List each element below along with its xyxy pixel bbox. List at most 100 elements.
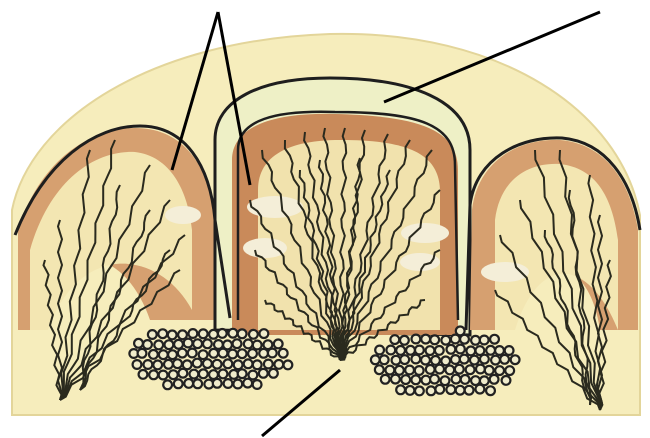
ganglion-cell xyxy=(395,366,404,375)
ganglion-cell xyxy=(178,330,187,339)
ganglion-cell xyxy=(234,360,243,369)
ganglion-cell xyxy=(134,339,143,348)
ganglion-cell xyxy=(149,370,158,379)
ganglion-cell xyxy=(485,366,494,375)
ganglion-cell xyxy=(430,375,439,384)
ganglion-cell xyxy=(422,376,431,385)
ganglion-cell xyxy=(460,335,469,344)
ganglion-cell xyxy=(452,375,461,384)
ganglion-cell xyxy=(274,360,283,369)
ganglion-cell xyxy=(476,346,485,355)
ganglion-cell xyxy=(421,356,430,365)
ganglion-cell xyxy=(169,370,178,379)
ganglion-cell xyxy=(259,369,268,378)
ganglion-cell xyxy=(244,359,253,368)
ganglion-cell xyxy=(248,349,257,358)
ganglion-cell xyxy=(446,385,455,394)
ganglion-cell xyxy=(426,346,435,355)
ganglion-cell xyxy=(411,375,420,384)
ganglion-cell xyxy=(495,346,504,355)
ganglion-cell xyxy=(470,356,479,365)
ganglion-cell xyxy=(415,346,424,355)
ganglion-cell xyxy=(461,375,470,384)
ganglion-cell xyxy=(480,336,489,345)
ganglion-cell xyxy=(193,379,202,388)
ganglion-cell xyxy=(284,361,293,370)
ganglion-cell xyxy=(224,359,233,368)
ganglion-cell xyxy=(244,340,253,349)
pale-patch xyxy=(243,238,287,258)
ganglion-cell xyxy=(139,370,148,379)
ganglion-cell xyxy=(168,331,177,340)
ganglion-cell xyxy=(491,356,500,365)
ganglion-cell xyxy=(213,379,222,388)
ganglion-cell xyxy=(253,360,262,369)
ganglion-cell xyxy=(199,350,208,359)
ganglion-cell xyxy=(209,349,218,358)
ganglion-cell xyxy=(174,340,183,349)
ganglion-cell xyxy=(421,335,430,344)
ganglion-cell xyxy=(400,336,409,345)
ganglion-cell xyxy=(264,360,273,369)
ganglion-cell xyxy=(238,349,247,358)
ganglion-cell xyxy=(224,379,233,388)
ganglion-cell xyxy=(199,369,208,378)
ganglion-cell xyxy=(380,355,389,364)
ganglion-cell xyxy=(159,350,168,359)
ganglion-cell xyxy=(209,370,218,379)
ganglion-cell xyxy=(451,355,460,364)
ganglion-cell xyxy=(392,356,401,365)
ganglion-cell xyxy=(268,349,277,358)
ganglion-cell xyxy=(159,371,168,380)
ganglion-cell xyxy=(218,329,227,338)
ganglion-cell xyxy=(371,355,380,364)
ganglion-cell xyxy=(456,386,465,395)
ganglion-cell xyxy=(233,380,242,389)
ganglion-cell xyxy=(391,375,400,384)
ganglion-cell xyxy=(441,376,450,385)
ganglion-cell xyxy=(431,356,440,365)
ganglion-cell xyxy=(456,345,465,354)
ganglion-cell xyxy=(214,340,223,349)
ganglion-cell xyxy=(480,355,489,364)
ganglion-cell xyxy=(490,335,499,344)
ganglion-cell xyxy=(233,339,242,348)
ganglion-cell xyxy=(168,350,177,359)
ganglion-cell xyxy=(455,365,464,374)
ganglion-cell xyxy=(435,346,444,355)
ganglion-cell xyxy=(495,366,504,375)
ganglion-cell xyxy=(184,379,193,388)
ganglion-cell xyxy=(173,359,182,368)
ganglion-cell xyxy=(471,336,480,345)
ganglion-cell xyxy=(143,340,152,349)
ganglion-cell xyxy=(154,341,163,350)
pale-patch xyxy=(401,223,449,243)
ganglion-cell xyxy=(400,355,409,364)
ganglion-cell xyxy=(148,330,157,339)
ganglion-cell xyxy=(406,346,415,355)
ganglion-cell xyxy=(209,330,218,339)
ganglion-cell xyxy=(427,386,436,395)
ganglion-cell xyxy=(396,385,405,394)
ganglion-cell xyxy=(445,366,454,375)
pale-patch xyxy=(165,206,201,224)
ganglion-cell xyxy=(260,329,269,338)
ganglion-cell xyxy=(229,329,238,338)
ganglion-cell xyxy=(401,375,410,384)
ganglion-cell xyxy=(486,346,495,355)
ganglion-cell xyxy=(396,346,405,355)
ganglion-cell xyxy=(138,349,147,358)
ganglion-cell xyxy=(179,369,188,378)
ganglion-cell xyxy=(415,387,424,396)
ganglion-cell xyxy=(253,341,262,350)
ganglion-cell xyxy=(441,336,450,345)
ganglion-cell xyxy=(381,375,390,384)
ganglion-cell xyxy=(375,346,384,355)
ganglion-cell xyxy=(213,360,222,369)
ganglion-cell xyxy=(133,360,142,369)
ganglion-cell xyxy=(219,349,228,358)
ganglion-cell xyxy=(269,369,278,378)
ganglion-cell xyxy=(505,366,514,375)
